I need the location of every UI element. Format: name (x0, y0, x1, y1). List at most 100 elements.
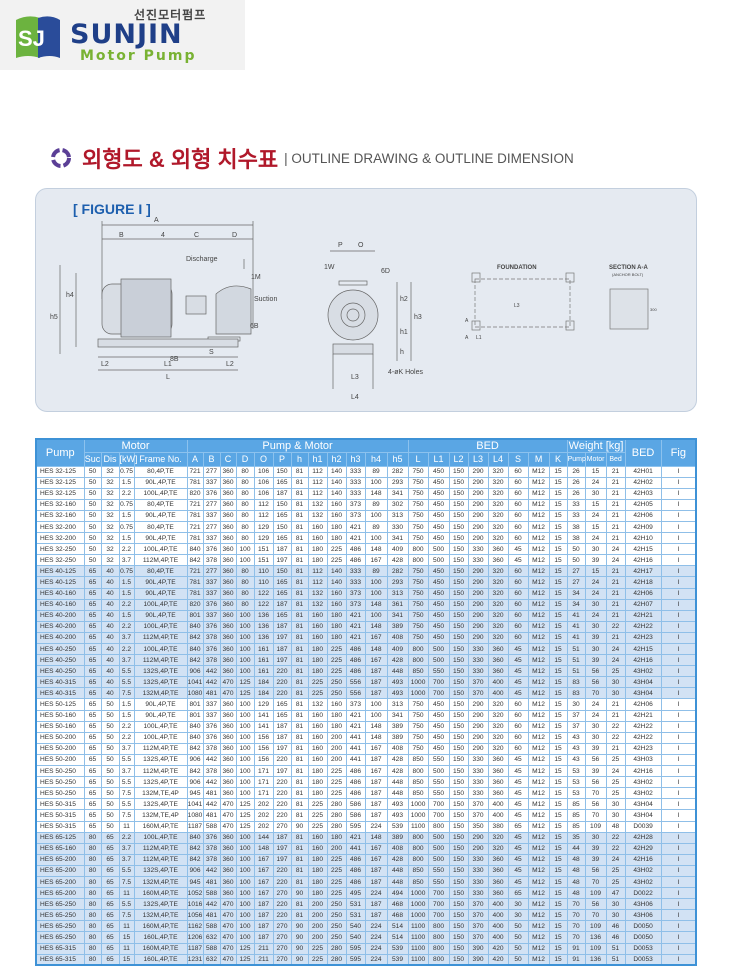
table-cell: 441 (345, 753, 366, 767)
table-cell: 15 (118, 931, 135, 944)
table-cell: I (660, 687, 697, 700)
table-cell: 5.5 (118, 898, 135, 911)
table-cell: 197 (272, 742, 292, 755)
table-cell: M12 (527, 498, 550, 511)
table-cell: 360 (487, 776, 509, 789)
table-cell: 160 (326, 598, 347, 611)
table-cell: 160 (307, 720, 328, 733)
table-cell: M12 (527, 909, 550, 922)
table-cell: 225 (326, 543, 347, 556)
table-cell: I (660, 509, 697, 522)
table-cell: 112M,4P,TE (133, 853, 188, 866)
table-cell: 360 (219, 842, 237, 855)
header-pump: Pump (35, 438, 85, 467)
table-cell: 51 (566, 665, 586, 678)
model-cell: HES 65-200 (35, 887, 85, 900)
table-cell: I (660, 609, 697, 622)
table-cell: 290 (467, 742, 489, 755)
table-cell: 80 (235, 498, 255, 511)
table-cell: 290 (467, 709, 489, 722)
table-cell: 588 (202, 920, 221, 933)
table-cell: 132 (307, 587, 328, 600)
table-cell: 493 (386, 676, 409, 689)
table-cell: 840 (186, 620, 204, 633)
outline-drawing-panel: [ FIGURE I ] A B 4 C D Discharge 1M Suct… (35, 188, 697, 412)
table-cell: 70 (566, 931, 586, 944)
table-cell: 224 (364, 820, 388, 833)
table-cell: 65 (83, 609, 102, 622)
table-cell: 1.5 (118, 476, 135, 489)
table-cell: 21 (605, 565, 626, 578)
table-cell: 40 (100, 676, 120, 689)
table-cell: 320 (487, 698, 509, 711)
table-cell: 15 (548, 676, 568, 689)
table-cell: 148 (364, 543, 388, 556)
table-cell: M12 (527, 898, 550, 911)
table-cell: 442 (202, 665, 221, 678)
table-cell: 11 (118, 920, 135, 933)
table-cell: 15 (548, 875, 568, 889)
table-cell: 225 (307, 798, 328, 811)
table-cell: 100 (364, 587, 388, 600)
table-cell: 470 (219, 920, 237, 933)
table-cell: 81 (290, 554, 309, 567)
table-cell: 187 (272, 731, 292, 744)
table-cell: 150 (448, 620, 469, 633)
table-cell: 90 (290, 953, 309, 966)
table-cell: 360 (219, 875, 237, 889)
table-cell: I (660, 631, 697, 645)
header-bed: BED (407, 438, 568, 453)
table-cell: 80 (83, 853, 102, 866)
table-cell: 65 (83, 620, 102, 633)
table-cell: 187 (364, 687, 388, 700)
table-cell: 43 (566, 753, 586, 767)
table-cell: 132S,4P,TE (133, 753, 188, 767)
discharge-label: Discharge (186, 256, 218, 263)
table-cell: 65 (100, 953, 120, 966)
table-cell: 140 (326, 487, 347, 500)
table-cell: 500 (427, 765, 450, 778)
table-cell: 280 (326, 820, 347, 833)
table-cell: 486 (345, 665, 366, 678)
table-cell: 80 (235, 532, 255, 545)
table-cell: I (660, 642, 697, 656)
table-cell: 5.5 (118, 776, 135, 789)
subheader-kw: [kW] (118, 452, 138, 467)
table-cell: 65 (83, 598, 102, 611)
table-cell: 81 (290, 798, 309, 811)
table-cell: 290 (467, 520, 489, 534)
table-cell: 30 (605, 909, 626, 922)
model-cell: HES 40-315 (35, 687, 85, 700)
table-cell: M12 (527, 620, 550, 633)
table-cell: 24 (584, 587, 607, 600)
table-cell: 187 (364, 898, 388, 911)
table-cell: 150 (448, 676, 469, 689)
table-cell: 320 (487, 587, 509, 600)
table-cell: 373 (345, 498, 366, 511)
table-cell: 80 (83, 953, 102, 966)
table-cell: 160 (307, 520, 328, 534)
table-cell: 1.5 (118, 532, 135, 545)
table-cell: 21 (605, 476, 626, 489)
table-cell: 50 (507, 920, 529, 933)
table-cell: 15 (118, 953, 135, 966)
table-cell: 81 (290, 698, 309, 711)
table-cell: 270 (272, 887, 292, 900)
table-cell: 45 (507, 654, 529, 667)
table-cell: 24 (605, 853, 626, 866)
table-cell: 150 (448, 742, 469, 755)
table-cell: 180 (307, 543, 328, 556)
table-cell: 161 (253, 642, 274, 656)
sunjin-logo[interactable]: SJ 선진모터펌프 SUNJIN Motor Pump (0, 0, 245, 70)
table-cell: 350 (467, 820, 489, 833)
table-cell: 160 (307, 742, 328, 755)
table-cell: 370 (467, 909, 489, 922)
8b-label: 8B (170, 356, 179, 363)
table-cell: 22 (605, 720, 626, 733)
table-cell: 46 (605, 931, 626, 944)
table-cell: 53 (566, 765, 586, 778)
table-cell: 81 (290, 498, 309, 511)
